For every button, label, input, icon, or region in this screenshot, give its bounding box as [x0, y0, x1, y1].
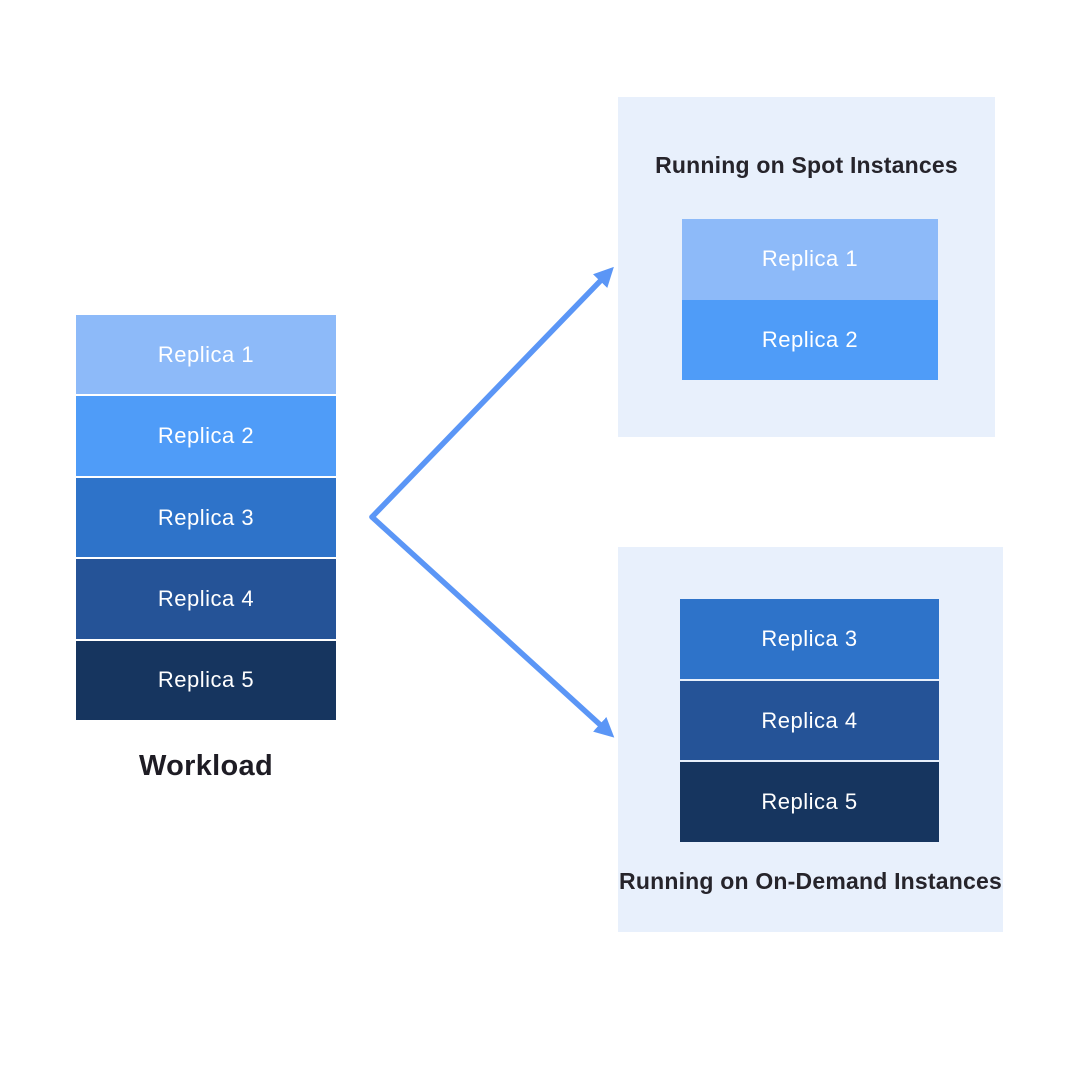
spot-replica-2-label: Replica 2 — [761, 326, 859, 352]
workload-replica-1-block: Replica 1 — [76, 315, 336, 395]
on-demand-instances-panel: Replica 3 Replica 4 Replica 5 Running on… — [618, 547, 1003, 932]
spot-instances-title: Running on Spot Instances — [655, 152, 958, 178]
workload-replica-5-block: Replica 5 — [76, 640, 336, 721]
spot-replica-2-block: Replica 2 — [682, 299, 938, 380]
on-demand-replica-4-block: Replica 4 — [680, 680, 939, 761]
workload-replica-2-block: Replica 2 — [76, 396, 336, 476]
workload-replica-1-label: Replica 1 — [157, 341, 255, 367]
workload-replica-4-block: Replica 4 — [76, 559, 336, 639]
arrow-to-spot-instances — [369, 266, 614, 520]
workload-stack: Replica 1 Replica 2 Replica 3 Replica 4 … — [76, 315, 336, 721]
spot-instances-stack: Replica 1 Replica 2 — [682, 219, 938, 380]
arrow-to-on-demand-instances — [369, 514, 615, 738]
workload-replica-3-block: Replica 3 — [76, 477, 336, 558]
spot-replica-1-label: Replica 1 — [761, 246, 859, 272]
spot-replica-1-block: Replica 1 — [682, 219, 938, 300]
on-demand-replica-3-label: Replica 3 — [761, 625, 858, 651]
on-demand-replica-4-label: Replica 4 — [761, 707, 858, 733]
workload-replica-2-label: Replica 2 — [157, 423, 255, 449]
on-demand-instances-stack: Replica 3 Replica 4 Replica 5 — [680, 599, 939, 843]
workload-replica-5-label: Replica 5 — [157, 667, 255, 693]
on-demand-instances-title: Running on On-Demand Instances — [619, 868, 1002, 894]
on-demand-replica-5-block: Replica 5 — [680, 762, 939, 843]
workload-replica-4-label: Replica 4 — [157, 585, 255, 611]
spot-instances-panel: Running on Spot Instances Replica 1 Repl… — [618, 97, 995, 437]
workload-replica-3-label: Replica 3 — [157, 504, 255, 530]
workload-title: Workload — [139, 750, 273, 782]
on-demand-replica-5-label: Replica 5 — [761, 789, 858, 815]
on-demand-replica-3-block: Replica 3 — [680, 599, 939, 679]
